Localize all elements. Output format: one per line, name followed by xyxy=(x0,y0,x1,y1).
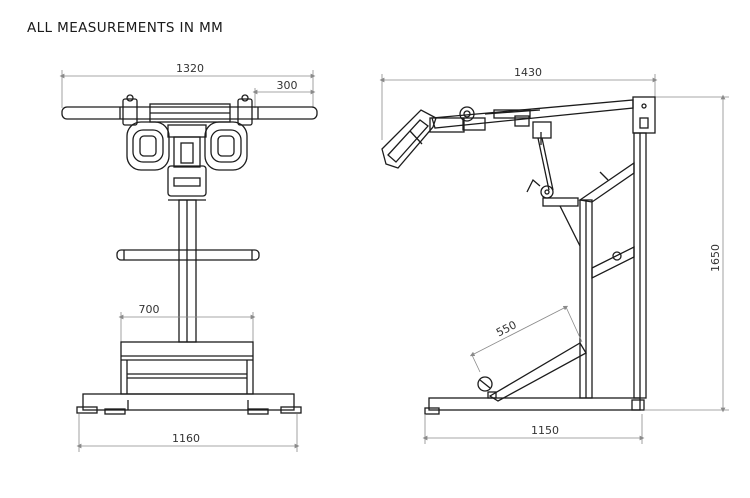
dimension-label-overall-width: 1320 xyxy=(176,62,204,75)
side-shoulder-pad xyxy=(381,109,465,169)
dimension-label-brace: 550 xyxy=(494,318,519,339)
foot-platform xyxy=(120,341,254,395)
dimension-label-platform: 700 xyxy=(139,303,160,316)
dimension-base-depth xyxy=(422,414,645,444)
dimension-label-base-depth: 1150 xyxy=(531,424,559,437)
diagonal-brace xyxy=(477,342,587,402)
dimension-label-base: 1160 xyxy=(172,432,200,445)
top-handlebar xyxy=(61,94,318,126)
hanging-link xyxy=(526,121,554,199)
carriage xyxy=(167,165,207,201)
page-heading: ALL MEASUREMENTS IN MM xyxy=(27,20,224,36)
dimension-brace xyxy=(469,305,583,373)
dimension-base xyxy=(76,414,300,452)
dimension-handle xyxy=(252,88,316,108)
center-column xyxy=(178,199,197,343)
dimension-label-handle: 300 xyxy=(277,79,298,92)
shoulder-pads xyxy=(126,121,248,171)
side-view: 1430 1650 xyxy=(379,66,729,444)
dimension-overall-width xyxy=(59,70,316,108)
dimension-depth xyxy=(379,74,658,140)
front-view: 1320 300 xyxy=(59,62,318,452)
rear-upright xyxy=(632,96,656,399)
dimension-platform xyxy=(118,312,256,342)
front-base xyxy=(76,393,302,415)
side-handles xyxy=(116,249,260,261)
dimension-height xyxy=(645,94,729,413)
dimension-label-depth: 1430 xyxy=(514,66,542,79)
front-frame xyxy=(542,161,635,399)
side-base xyxy=(424,391,645,415)
dimension-label-height: 1650 xyxy=(709,244,722,272)
